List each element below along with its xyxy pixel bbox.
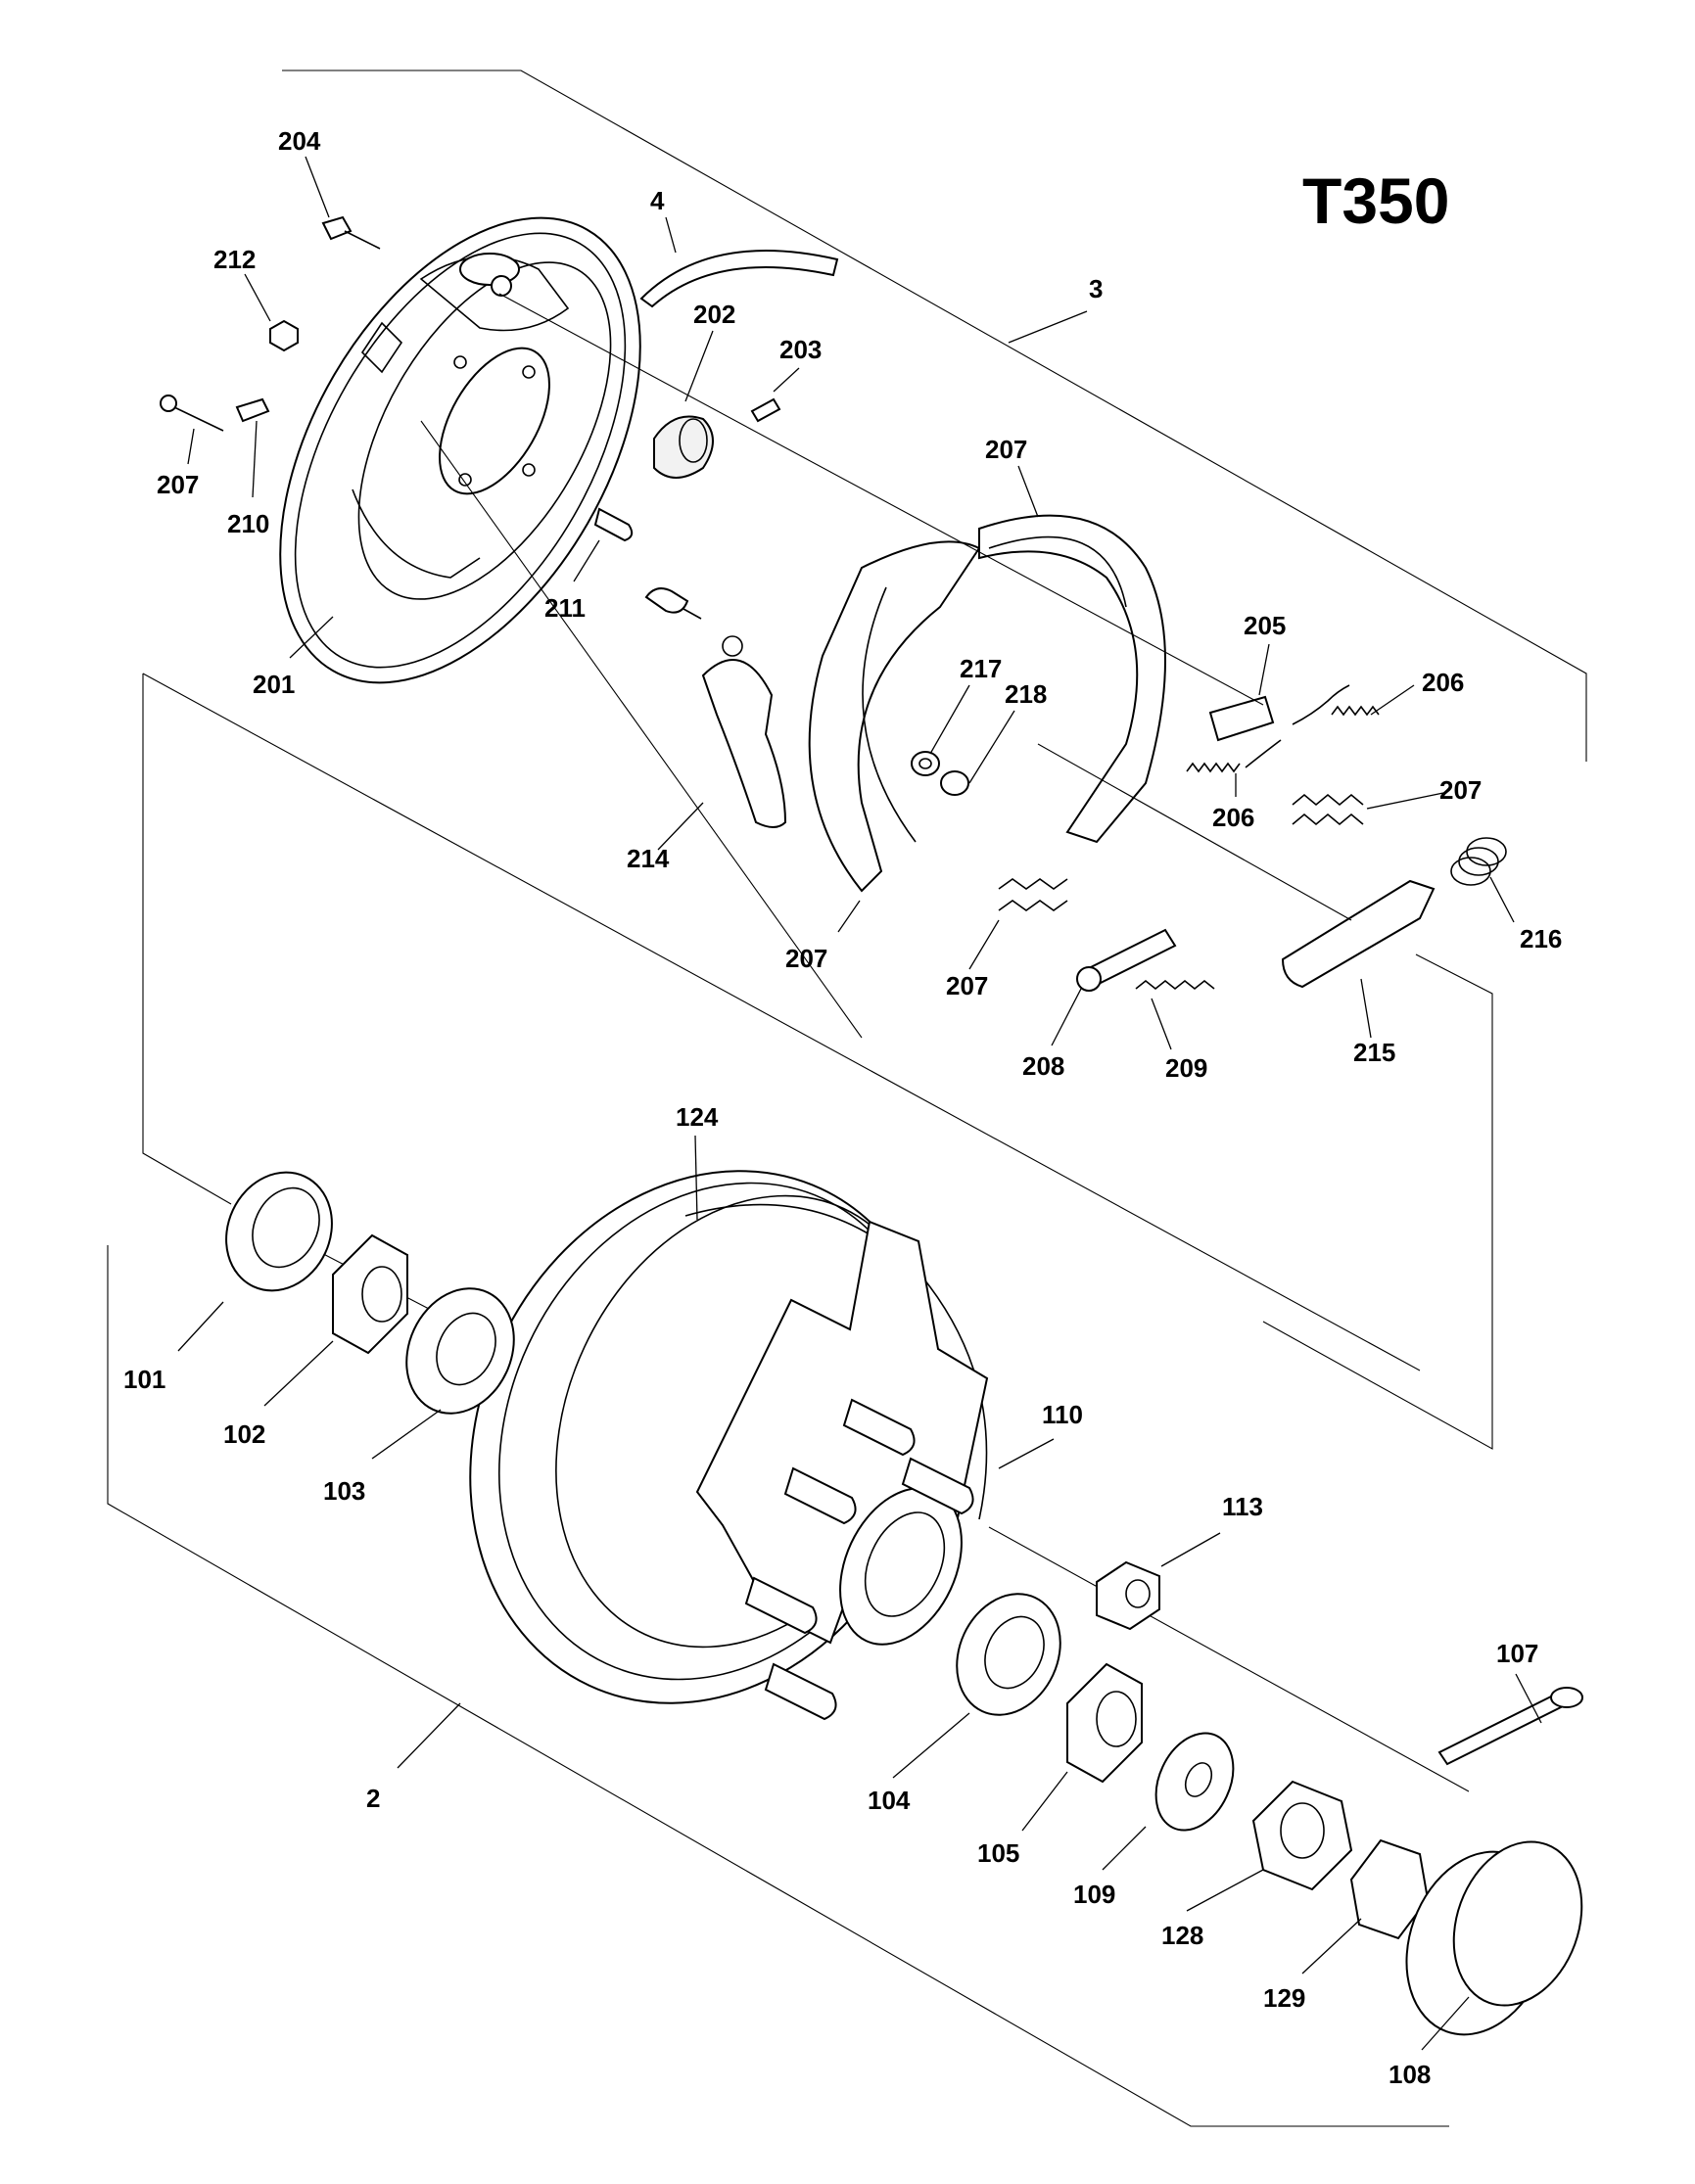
retainer-clip: [235, 397, 270, 423]
hold-down-spring-right: [1292, 793, 1364, 826]
callout-104: 104: [868, 1786, 911, 1815]
spindle-washer: [1154, 1732, 1235, 1832]
callout-105: 105: [977, 1838, 1019, 1868]
actuating-lever: [701, 635, 787, 828]
callout-217: 217: [960, 654, 1002, 683]
adjuster-plate: [1208, 695, 1275, 742]
callout-129: 129: [1263, 1983, 1305, 2013]
callout-207-spring: 207: [946, 971, 988, 1000]
wheel-studs: [744, 1398, 974, 1721]
callout-215: 215: [1353, 1038, 1395, 1067]
hub: [695, 1220, 989, 1646]
rubber-boot: [653, 415, 714, 479]
adjuster-lever-spring: [1450, 837, 1507, 886]
lug-nut: [1096, 1560, 1160, 1631]
callout-212: 212: [213, 245, 256, 274]
brake-shoe-outer: [808, 540, 981, 893]
callout-203: 203: [779, 335, 822, 364]
callout-204: 204: [278, 126, 321, 156]
callout-207-shoe: 207: [785, 944, 827, 973]
callout-206-lower: 206: [1212, 803, 1254, 832]
callout-202: 202: [693, 300, 735, 329]
mounting-bolt: [321, 215, 381, 250]
callout-3: 3: [1089, 274, 1103, 303]
cotter-pin: [1437, 1687, 1583, 1766]
diagram-title: T350: [1302, 164, 1449, 237]
retainer-washer: [911, 751, 940, 776]
hold-down-spring-center: [998, 878, 1068, 911]
hex-nut-small: [269, 319, 299, 352]
anchor-pin: [593, 507, 634, 542]
callout-207-right: 207: [1439, 775, 1482, 805]
callout-206-upper: 206: [1422, 668, 1464, 697]
callout-218: 218: [1005, 679, 1047, 709]
callout-216: 216: [1520, 924, 1562, 953]
callout-102: 102: [223, 1419, 265, 1449]
callout-124: 124: [676, 1102, 719, 1132]
callout-103: 103: [323, 1476, 365, 1506]
hold-down-pin-left: [160, 395, 224, 432]
backing-plate: [279, 216, 641, 684]
callout-109: 109: [1073, 1880, 1115, 1909]
group-bracket-hub-drum: [107, 953, 1493, 2127]
brake-shoe-inner: [978, 514, 1166, 844]
wheel-cylinder: [459, 253, 520, 297]
callout-labels: 204 4 212 202 3 203 207 210 207 211 201 …: [123, 126, 1562, 2089]
callout-128: 128: [1161, 1921, 1203, 1950]
shoe-guide-pin: [644, 587, 702, 620]
callout-108: 108: [1389, 2060, 1431, 2089]
dust-cap: [1405, 1840, 1583, 2036]
callout-110: 110: [1042, 1400, 1083, 1429]
callout-209: 209: [1165, 1053, 1207, 1083]
retainer-cup: [940, 770, 969, 796]
bleeder-screw: [750, 397, 781, 423]
brake-wire: [639, 250, 839, 308]
adjuster-screw: [1076, 928, 1177, 992]
callout-101: 101: [123, 1365, 165, 1394]
callout-201: 201: [253, 670, 295, 699]
return-spring-lower: [1186, 739, 1282, 773]
inner-bearing-race: [405, 1287, 515, 1415]
callout-4: 4: [650, 186, 665, 215]
inner-bearing-cone: [332, 1233, 408, 1355]
callout-2: 2: [366, 1784, 380, 1813]
callout-214: 214: [627, 844, 670, 873]
callout-207-left: 207: [157, 470, 199, 499]
outer-bearing-cone: [1066, 1662, 1143, 1784]
outer-bearing-race: [956, 1593, 1061, 1716]
return-spring-upper: [1292, 684, 1380, 725]
callout-207-top: 207: [985, 435, 1027, 464]
spindle-nut: [1251, 1780, 1353, 1891]
callout-211: 211: [544, 593, 586, 623]
callout-113: 113: [1222, 1492, 1263, 1521]
grease-seal: [225, 1171, 333, 1292]
adjuster-spring: [1135, 979, 1215, 991]
callout-210: 210: [227, 509, 269, 538]
adjuster-lever: [1281, 879, 1436, 989]
callout-208: 208: [1022, 1051, 1064, 1081]
callout-107: 107: [1496, 1639, 1538, 1668]
group-bracket-brake-assembly: [142, 70, 1587, 1371]
callout-205: 205: [1244, 611, 1286, 640]
callout-leaders: [177, 156, 1542, 2051]
